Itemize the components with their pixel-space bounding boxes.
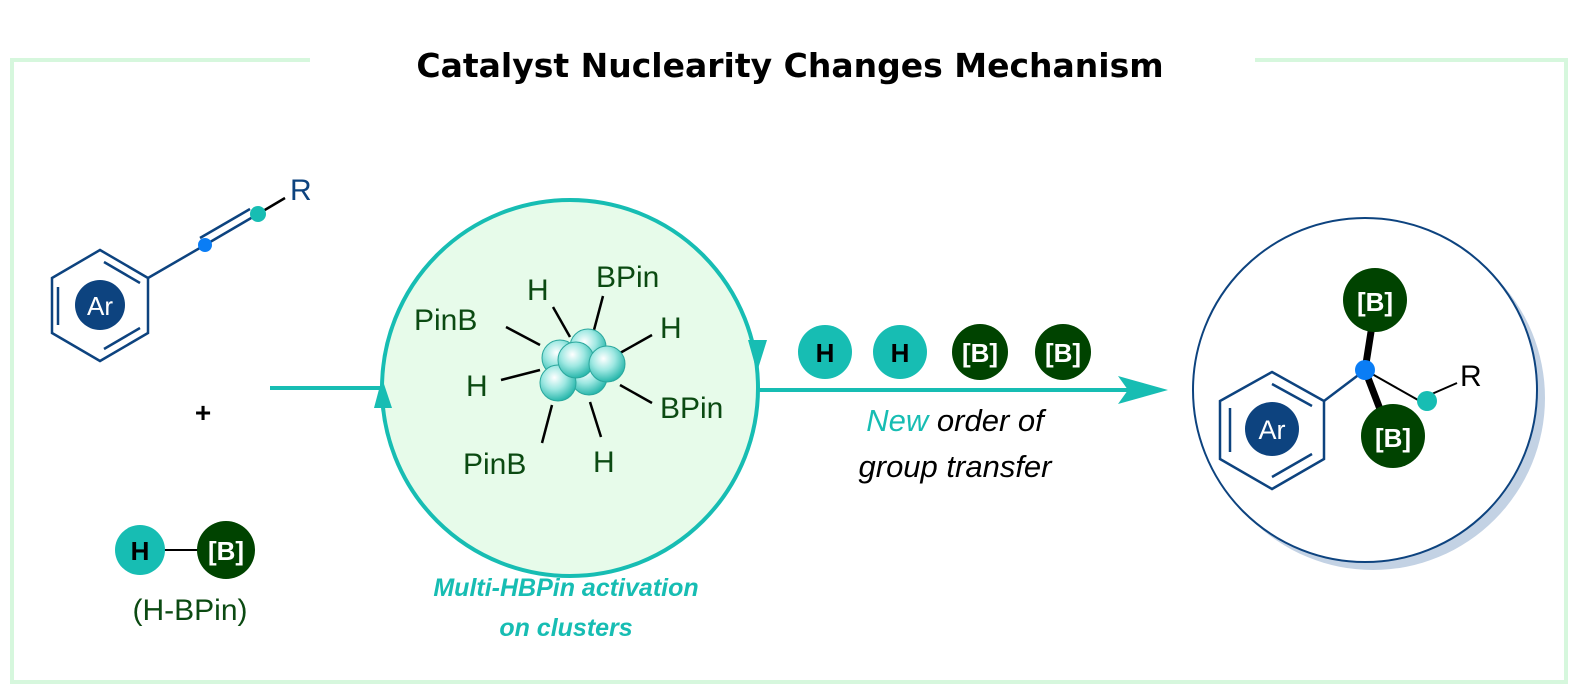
ligand-label: H [466, 370, 488, 403]
group-label: H [816, 338, 835, 368]
b-group-badge [952, 324, 1008, 380]
cycle-arrowhead-down-icon [748, 340, 767, 372]
ligand-label: H [660, 312, 682, 345]
group-label: [B] [962, 338, 998, 368]
carbon-dot [1417, 391, 1437, 411]
group-label: H [891, 338, 910, 368]
frame [10, 58, 1568, 684]
boryl-badge [197, 521, 255, 579]
h-label: H [131, 536, 150, 566]
b-bottom-label: [B] [1375, 423, 1411, 453]
b-label: [B] [208, 536, 244, 566]
r-label: R [1460, 360, 1482, 393]
b-top-label: [B] [1357, 287, 1393, 317]
diagram-title: Catalyst Nuclearity Changes Mechanism [416, 46, 1163, 85]
cluster-caption: on clusters [499, 614, 632, 642]
ligand-label: H [527, 274, 549, 307]
arrowhead-icon [1118, 376, 1168, 404]
ligand-label: PinB [414, 304, 477, 337]
b-group-badge [1361, 404, 1425, 468]
ar-label: Ar [87, 291, 113, 321]
h-group-badge [798, 325, 852, 379]
plus-sign: + [195, 397, 211, 428]
alkyne-carbon-dot [198, 238, 212, 252]
new-word: New [866, 403, 931, 438]
transfer-caption-line1: New order of [866, 403, 1047, 438]
transfer-caption-line2: group transfer [859, 449, 1054, 484]
ar-badge [75, 280, 125, 330]
b-group-badge [1343, 268, 1407, 332]
alkyne-carbon-dot [250, 206, 266, 222]
r-label: R [290, 174, 312, 207]
ar-label: Ar [1259, 415, 1286, 445]
hbpin-name: (H-BPin) [132, 594, 247, 627]
ar-badge [1245, 402, 1299, 456]
metal-cluster [500, 295, 653, 444]
h-group-badge [873, 325, 927, 379]
h-atom-badge [115, 525, 165, 575]
group-label: [B] [1045, 338, 1081, 368]
carbon-dot [1355, 360, 1375, 380]
ligand-label: BPin [596, 261, 659, 294]
order-of-text: order of [928, 403, 1047, 438]
aryl-alkyne [50, 196, 286, 363]
product-circle [1192, 217, 1538, 563]
ligand-label: H [593, 446, 615, 479]
ligand-label: PinB [463, 448, 526, 481]
b-group-badge [1035, 324, 1091, 380]
bond [1364, 369, 1419, 401]
cycle-arrowhead-up-icon [374, 378, 392, 408]
cluster-caption: Multi-HBPin activation [433, 574, 698, 602]
ligand-label: BPin [660, 392, 723, 425]
